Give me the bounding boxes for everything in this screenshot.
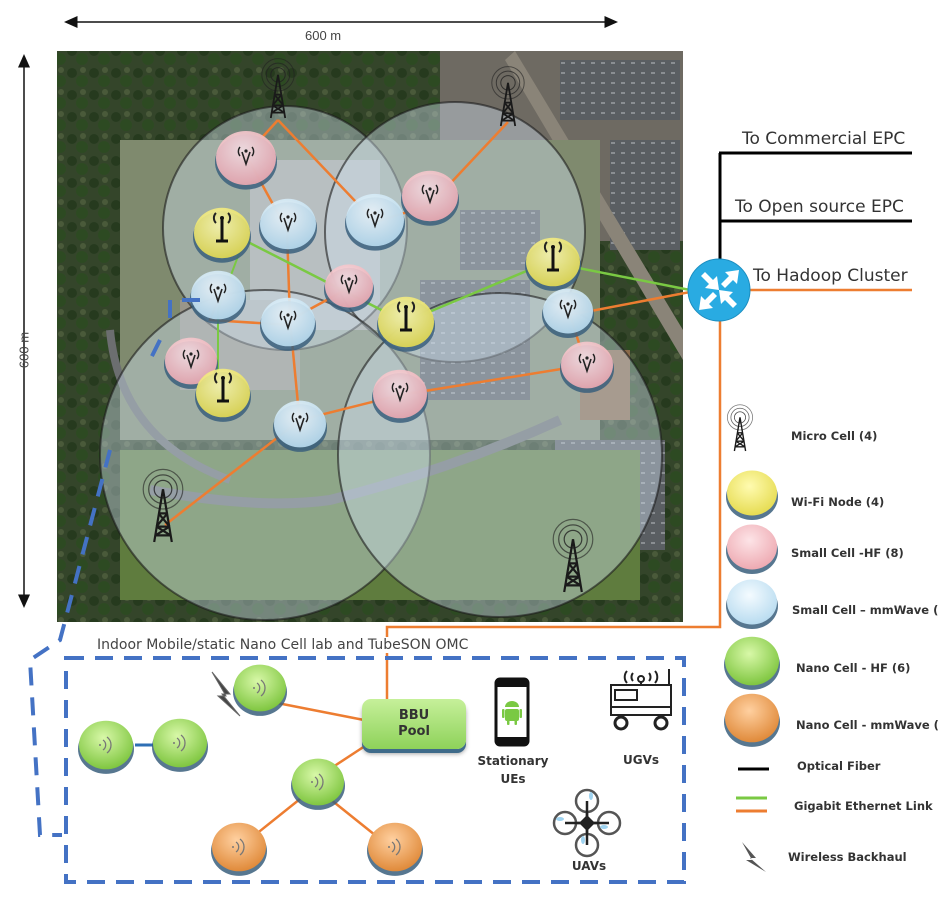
small-cell-hf-node <box>401 170 459 226</box>
vertical-dimension-label: 600 m <box>16 331 32 369</box>
small-cell-mmwave-node <box>273 400 327 452</box>
uplink-hadoop-cluster[interactable]: To Hadoop Cluster <box>753 266 908 286</box>
uplink-lines <box>385 151 912 699</box>
small-cell-hf-node <box>324 264 374 313</box>
wifi-antenna-icon <box>213 372 233 403</box>
lab-title: Indoor Mobile/static Nano Cell lab and T… <box>95 637 471 653</box>
small-cell-hf-node <box>215 131 277 190</box>
ugv-robot-icon <box>610 669 672 731</box>
legend-label-wifi-node: Wi-Fi Node (4) <box>791 495 885 509</box>
small-cell-mmwave-node <box>726 579 778 629</box>
legend-label-optical-fiber: Optical Fiber <box>797 759 881 773</box>
wireless-backhaul-bolt-icon <box>211 671 241 717</box>
signal-icon <box>102 736 112 754</box>
wifi-node-node <box>195 368 251 422</box>
stationary-ues-label-line2: UEs <box>500 772 526 786</box>
signal-icon <box>391 838 401 856</box>
ethernet-link <box>243 238 691 324</box>
small-cell-hf-node <box>726 524 778 574</box>
wifi-node-node <box>525 237 581 291</box>
wifi-antenna-icon <box>212 212 232 243</box>
legend-label-micro-cell: Micro Cell (4) <box>791 429 878 443</box>
legend-label-wireless-backhaul: Wireless Backhaul <box>788 850 907 864</box>
wireless-backhaul-icon <box>742 842 766 872</box>
small-cell-mmwave-node <box>190 270 246 324</box>
wifi-node-node <box>377 296 435 352</box>
uplink-commercial-epc[interactable]: To Commercial EPC <box>742 129 906 149</box>
lab-zoom-callout-line <box>27 298 200 837</box>
map-nodes <box>142 57 614 594</box>
ethernet-router-to-bbu <box>385 310 722 699</box>
bbu-pool-line2: Pool <box>398 724 430 739</box>
signal-icon <box>176 734 186 752</box>
nano-cell-hf-node <box>233 664 287 716</box>
signal-icon <box>314 773 324 791</box>
nano-cell-hf-node <box>78 720 134 774</box>
wifi-node-node <box>726 470 778 520</box>
wifi-antenna-icon <box>396 301 416 332</box>
small-cell-hf-node <box>372 369 428 423</box>
nano-cell-mmwave-node <box>367 822 423 876</box>
lab-boundary <box>64 656 686 884</box>
legend-icons <box>724 404 780 872</box>
ugvs-label: UGVs <box>622 753 660 767</box>
bbu-pool-line1: BBU <box>398 708 430 723</box>
nano-cell-hf-node <box>724 636 780 690</box>
legend-label-small-cell-hf: Small Cell -HF (8) <box>791 546 904 560</box>
signal-icon <box>235 838 245 856</box>
lab-nodes <box>78 664 423 876</box>
small-cell-hf-node <box>560 341 614 393</box>
router-icon[interactable] <box>687 258 751 322</box>
legend-label-nano-cell-hf: Nano Cell - HF (6) <box>796 661 911 675</box>
small-cell-mmwave-node <box>259 198 317 254</box>
smartphone-icon <box>494 677 530 747</box>
uavs-label: UAVs <box>571 859 607 873</box>
wifi-antenna-icon <box>543 241 563 272</box>
nano-cell-hf-node <box>291 758 345 810</box>
legend-label-small-cell-mmwave: Small Cell – mmWave ( <box>792 603 939 617</box>
nano-cell-mmwave-node <box>211 822 267 876</box>
small-cell-mmwave-node <box>345 193 405 251</box>
android-logo-icon <box>502 701 522 725</box>
stationary-ues-label-line1: Stationary <box>477 754 549 768</box>
micro-cell-tower-icon <box>726 404 754 452</box>
coverage-circle <box>324 101 586 363</box>
uav-drone-icon <box>552 788 622 858</box>
wifi-node-node <box>193 207 251 263</box>
small-cell-mmwave-node <box>260 297 316 351</box>
legend-label-nano-cell-mmwave: Nano Cell - mmWave ( <box>796 718 939 732</box>
small-cell-mmwave-node <box>542 288 594 338</box>
uplink-open-source-epc[interactable]: To Open source EPC <box>735 197 904 217</box>
signal-icon <box>256 679 266 697</box>
legend-label-gigabit-ethernet: Gigabit Ethernet Link <box>794 799 933 813</box>
bbu-pool[interactable]: BBU Pool <box>362 699 466 749</box>
nano-cell-mmwave-node <box>724 693 780 747</box>
nano-cell-hf-node <box>152 718 208 772</box>
stationary-ues-label: Stationary UEs <box>476 752 550 788</box>
horizontal-dimension-label: 600 m <box>305 28 342 43</box>
